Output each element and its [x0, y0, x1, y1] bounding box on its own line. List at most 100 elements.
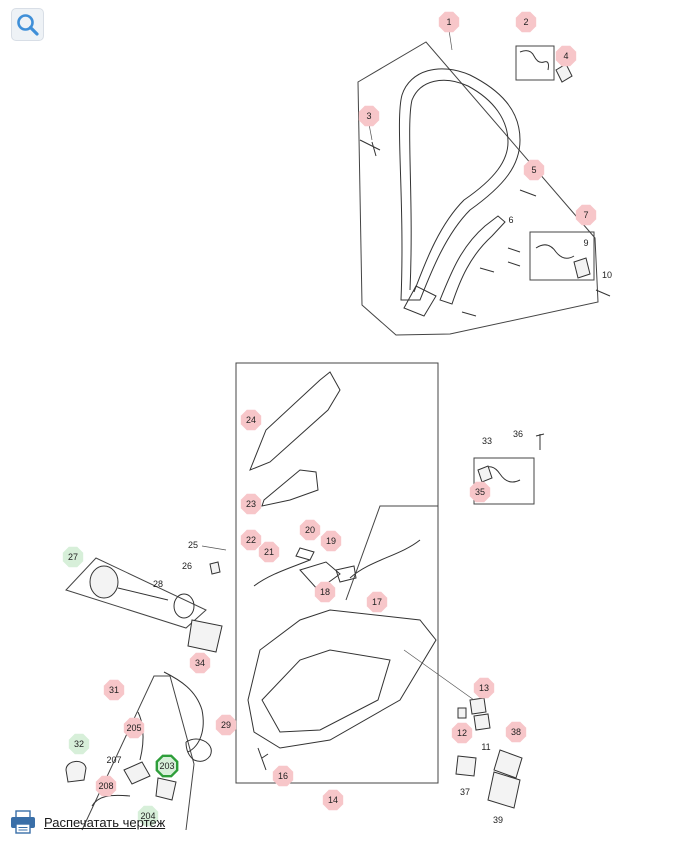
zoom-button[interactable] [11, 8, 44, 41]
callout-20[interactable]: 20 [299, 519, 321, 541]
part-label-11[interactable]: 11 [481, 742, 490, 752]
callout-marker [123, 717, 145, 739]
callout-number: 205 [126, 723, 141, 733]
callout-23[interactable]: 23 [240, 493, 262, 515]
part-label-36[interactable]: 36 [513, 429, 523, 439]
callout-marker [137, 805, 159, 827]
part-label-25[interactable]: 25 [188, 540, 198, 550]
callout-24[interactable]: 24 [240, 409, 262, 431]
callout-marker [103, 679, 125, 701]
callout-14[interactable]: 14 [322, 789, 344, 811]
callout-number: 21 [264, 547, 274, 557]
callout-number: 23 [246, 499, 256, 509]
callout-29[interactable]: 29 [215, 714, 237, 736]
callout-number: 203 [159, 761, 174, 771]
callout-3[interactable]: 3 [358, 105, 380, 127]
part-label-26[interactable]: 26 [182, 561, 192, 571]
callout-22[interactable]: 22 [240, 529, 262, 551]
callout-number: 27 [68, 552, 78, 562]
callout-4[interactable]: 4 [555, 45, 577, 67]
callout-marker [523, 159, 545, 181]
highlight-marker [155, 754, 179, 778]
callout-marker [95, 775, 117, 797]
callout-number: 7 [583, 210, 588, 220]
callout-27[interactable]: 27 [62, 546, 84, 568]
callout-21[interactable]: 21 [258, 541, 280, 563]
callout-number: 34 [195, 658, 205, 668]
print-drawing-link[interactable]: Распечатать чертеж [44, 814, 166, 830]
callout-12[interactable]: 12 [451, 722, 473, 744]
callout-2[interactable]: 2 [515, 11, 537, 33]
callout-marker [575, 204, 597, 226]
callout-number: 208 [98, 781, 113, 791]
callout-marker [505, 721, 527, 743]
right-parts [403, 433, 545, 809]
callout-1[interactable]: 1 [438, 11, 460, 33]
callout-marker [68, 733, 90, 755]
callout-marker [469, 481, 491, 503]
callout-number: 14 [328, 795, 338, 805]
part-label-207[interactable]: 207 [106, 755, 121, 765]
callout-number: 31 [109, 685, 119, 695]
part-label-9[interactable]: 9 [583, 238, 588, 248]
printer-icon[interactable] [10, 810, 36, 834]
callout-marker [299, 519, 321, 541]
part-label-37[interactable]: 37 [460, 787, 470, 797]
callout-marker [240, 529, 262, 551]
callout-number: 35 [475, 487, 485, 497]
callout-marker [320, 530, 342, 552]
callout-marker [215, 714, 237, 736]
callout-16[interactable]: 16 [272, 765, 294, 787]
callout-17[interactable]: 17 [366, 591, 388, 613]
handle-assembly [357, 29, 611, 336]
callout-number: 20 [305, 525, 315, 535]
callout-31[interactable]: 31 [103, 679, 125, 701]
callout-marker [314, 581, 336, 603]
callout-34[interactable]: 34 [189, 652, 211, 674]
callout-marker [258, 541, 280, 563]
callout-32[interactable]: 32 [68, 733, 90, 755]
callout-18[interactable]: 18 [314, 581, 336, 603]
callout-number: 19 [326, 536, 336, 546]
part-label-10[interactable]: 10 [602, 270, 612, 280]
part-label-33[interactable]: 33 [482, 436, 492, 446]
callout-number: 24 [246, 415, 256, 425]
left-parts [65, 557, 223, 831]
callout-marker [451, 722, 473, 744]
callout-38[interactable]: 38 [505, 721, 527, 743]
callout-number: 3 [366, 111, 371, 121]
part-label-28[interactable]: 28 [153, 579, 163, 589]
callout-204[interactable]: 204 [137, 805, 159, 827]
callout-marker [438, 11, 460, 33]
callout-13[interactable]: 13 [473, 677, 495, 699]
callout-number: 13 [479, 683, 489, 693]
callout-number: 32 [74, 739, 84, 749]
callout-number: 2 [523, 17, 528, 27]
callout-marker [366, 591, 388, 613]
callout-19[interactable]: 19 [320, 530, 342, 552]
callout-number: 16 [278, 771, 288, 781]
part-label-39[interactable]: 39 [493, 815, 503, 825]
callout-205[interactable]: 205 [123, 717, 145, 739]
callout-35[interactable]: 35 [469, 481, 491, 503]
callout-203-highlighted[interactable]: 203 [155, 754, 179, 778]
callout-marker [272, 765, 294, 787]
callout-5[interactable]: 5 [523, 159, 545, 181]
callout-number: 204 [140, 811, 155, 821]
callout-marker [473, 677, 495, 699]
part-label-6[interactable]: 6 [508, 215, 513, 225]
callout-number: 22 [246, 535, 256, 545]
callout-7[interactable]: 7 [575, 204, 597, 226]
callout-number: 12 [457, 728, 467, 738]
callout-number: 5 [531, 165, 536, 175]
callout-208[interactable]: 208 [95, 775, 117, 797]
callout-marker [358, 105, 380, 127]
callout-marker [515, 11, 537, 33]
callout-number: 29 [221, 720, 231, 730]
callout-number: 17 [372, 597, 382, 607]
callout-marker [189, 652, 211, 674]
callout-marker [240, 493, 262, 515]
callout-number: 1 [446, 17, 451, 27]
callout-marker [62, 546, 84, 568]
